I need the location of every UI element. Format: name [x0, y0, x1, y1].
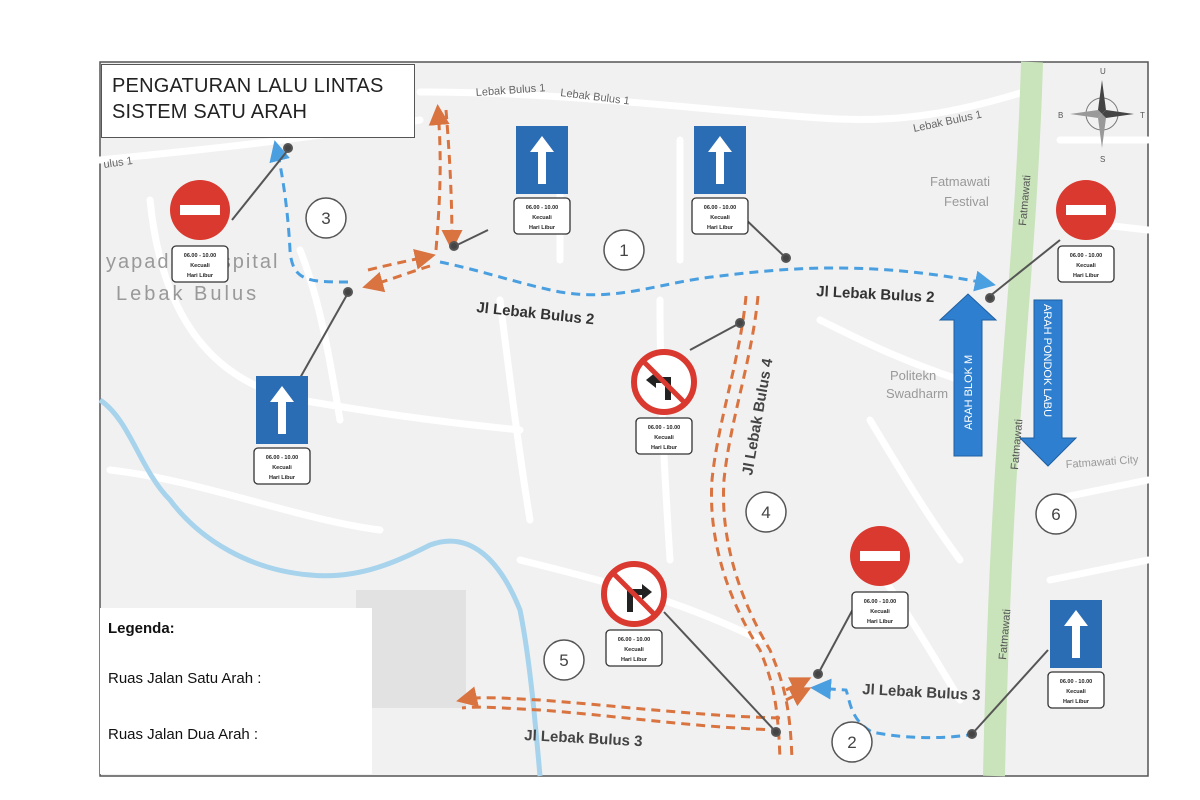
- svg-text:5: 5: [559, 651, 568, 670]
- no-entry-sign-3: [850, 526, 910, 586]
- svg-text:Hari Libur: Hari Libur: [867, 619, 894, 625]
- no-right-turn-sign: [601, 561, 667, 627]
- map-title-box: PENGATURAN LALU LINTAS SISTEM SATU ARAH: [101, 64, 415, 138]
- svg-text:06.00 - 10.00: 06.00 - 10.00: [266, 455, 298, 461]
- svg-text:Kecuali: Kecuali: [624, 647, 644, 653]
- svg-text:06.00 - 10.00: 06.00 - 10.00: [648, 425, 680, 431]
- svg-text:6: 6: [1051, 505, 1060, 524]
- road-label-fatmawati-1: Fatmawati: [1017, 175, 1033, 227]
- pointer-lines: [231, 143, 1061, 739]
- svg-text:06.00 - 10.00: 06.00 - 10.00: [1070, 253, 1102, 259]
- svg-text:Hari Libur: Hari Libur: [529, 225, 556, 231]
- numbered-markers: 1 2 3 4 5 6: [305, 197, 1077, 763]
- arrow-blok-m-label: ARAH BLOK M: [963, 355, 975, 430]
- road-label-lb1-a: Lebak Bulus 1: [475, 82, 545, 99]
- compass-rose: U S T B: [1058, 67, 1145, 164]
- marker-1: 1: [603, 229, 645, 271]
- road-label-lb3-right: Jl Lebak Bulus 3: [862, 681, 981, 704]
- svg-text:Hari Libur: Hari Libur: [1063, 699, 1090, 705]
- svg-text:1: 1: [619, 241, 628, 260]
- one-way-routes: [269, 140, 996, 740]
- marker-3: 3: [305, 197, 347, 239]
- place-poli-1: Politekn: [890, 368, 936, 383]
- title-line-2: SISTEM SATU ARAH: [112, 101, 308, 123]
- svg-text:Kecuali: Kecuali: [272, 465, 292, 471]
- compass-w: B: [1058, 111, 1063, 120]
- compass-s: S: [1100, 155, 1105, 164]
- marker-2: 2: [831, 721, 873, 763]
- arrow-blok-m: ARAH BLOK M: [938, 293, 998, 457]
- marker-5: 5: [543, 639, 585, 681]
- svg-text:4: 4: [761, 503, 770, 522]
- one-way-sign-2: [694, 126, 746, 194]
- one-way-sign-3: [256, 376, 308, 444]
- road-label-fatmawati-city: Fatmawati City: [1065, 454, 1139, 471]
- place-festival-1: Fatmawati: [930, 174, 990, 189]
- svg-text:3: 3: [321, 209, 330, 228]
- building-block: [356, 590, 466, 708]
- arrow-pondok-labu: ARAH PONDOK LABU: [1018, 299, 1078, 467]
- svg-text:Kecuali: Kecuali: [1076, 263, 1096, 269]
- svg-text:Kecuali: Kecuali: [870, 609, 890, 615]
- legend-box: Legenda: Ruas Jalan Satu Arah : Ruas Jal…: [100, 608, 372, 774]
- svg-text:Hari Libur: Hari Libur: [651, 445, 678, 451]
- place-hospital-2: Lebak Bulus: [116, 283, 259, 305]
- arrow-pondok-labu-label: ARAH PONDOK LABU: [1041, 304, 1053, 417]
- svg-text:06.00 - 10.00: 06.00 - 10.00: [184, 253, 216, 259]
- road-label-lb2-right: Jl Lebak Bulus 2: [816, 283, 935, 306]
- no-entry-sign-1: [170, 180, 230, 240]
- two-way-routes: [362, 104, 812, 761]
- road-label-fatmawati-2: Fatmawati: [1009, 419, 1025, 471]
- svg-text:Hari Libur: Hari Libur: [1073, 273, 1100, 279]
- one-way-sign-1: [516, 126, 568, 194]
- fatmawati-road: [983, 61, 1043, 777]
- one-way-sign-4: [1050, 600, 1102, 668]
- svg-text:Hari Libur: Hari Libur: [707, 225, 734, 231]
- svg-text:2: 2: [847, 733, 856, 752]
- svg-text:Hari Libur: Hari Libur: [621, 657, 648, 663]
- road-label-lb1-left: ulus 1: [103, 155, 134, 171]
- svg-text:06.00 - 10.00: 06.00 - 10.00: [618, 637, 650, 643]
- svg-text:Kecuali: Kecuali: [532, 215, 552, 221]
- compass-e: T: [1140, 111, 1145, 120]
- svg-text:Kecuali: Kecuali: [710, 215, 730, 221]
- svg-text:Hari Libur: Hari Libur: [187, 273, 214, 279]
- road-label-lb3-left: Jl Lebak Bulus 3: [524, 727, 643, 750]
- svg-text:06.00 - 10.00: 06.00 - 10.00: [704, 205, 736, 211]
- marker-4: 4: [745, 491, 787, 533]
- legend-one-way-label: Ruas Jalan Satu Arah :: [108, 670, 262, 687]
- place-festival-2: Festival: [944, 194, 989, 209]
- legend-two-way-label: Ruas Jalan Dua Arah :: [108, 726, 259, 743]
- title-line-1: PENGATURAN LALU LINTAS: [112, 75, 384, 97]
- svg-text:Kecuali: Kecuali: [190, 263, 210, 269]
- svg-text:Kecuali: Kecuali: [1066, 689, 1086, 695]
- legend-title: Legenda:: [108, 620, 175, 637]
- river: [98, 397, 543, 777]
- road-label-fatmawati-3: Fatmawati: [997, 609, 1013, 661]
- compass-n: U: [1100, 67, 1106, 76]
- svg-text:06.00 - 10.00: 06.00 - 10.00: [1060, 679, 1092, 685]
- svg-text:06.00 - 10.00: 06.00 - 10.00: [526, 205, 558, 211]
- svg-text:06.00 - 10.00: 06.00 - 10.00: [864, 599, 896, 605]
- svg-text:Hari Libur: Hari Libur: [269, 475, 296, 481]
- marker-6: 6: [1035, 493, 1077, 535]
- no-entry-sign-2: [1056, 180, 1116, 240]
- place-poli-2: Swadharm: [886, 386, 948, 401]
- no-left-turn-sign: [631, 349, 697, 415]
- svg-text:Kecuali: Kecuali: [654, 435, 674, 441]
